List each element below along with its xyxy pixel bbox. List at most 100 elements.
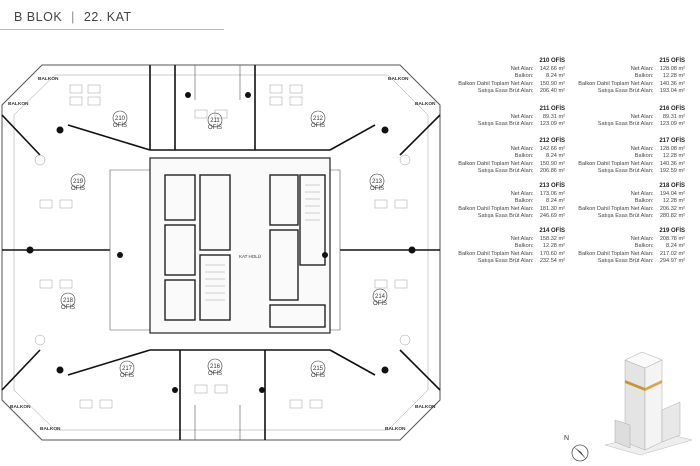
header-separator: | <box>71 10 75 24</box>
balcony-label-w-lower: BALKON <box>10 404 31 410</box>
unit-219: 219 OFİS Net Alan: 208.78 m² Balkon: 8.2… <box>560 228 685 266</box>
unit-row: Satışa Esas Brüt Alan: 192.59 m² <box>597 168 685 175</box>
unit-row: Balkon Dahil Toplam Net Alan: 217.02 m² <box>578 250 685 257</box>
unit-row: Balkon Dahil Toplam Net Alan: 181.30 m² <box>458 205 565 212</box>
unit-row: Balkon Dahil Toplam Net Alan: 206.32 m² <box>578 205 685 212</box>
unit-row: Balkon: 12.28 m² <box>514 243 565 250</box>
room-badges <box>60 110 388 376</box>
unit-title: 210 OFİS <box>539 58 565 64</box>
columns <box>26 92 416 393</box>
floor-label: 22. KAT <box>83 10 132 24</box>
unit-title: 218 OFİS <box>659 183 685 189</box>
room-212-type: OFİS <box>311 122 325 129</box>
room-214-type: OFİS <box>373 300 387 307</box>
unit-title: 217 OFİS <box>659 138 685 144</box>
core-label: KAT HOLÜ <box>239 253 261 259</box>
unit-row: Net Alan: 158.32 m² <box>510 235 565 242</box>
unit-row: Balkon: 8.24 m² <box>514 73 565 80</box>
room-212-number: 212 <box>313 116 324 122</box>
north-label: N <box>564 435 570 442</box>
room-210-number: 210 <box>115 116 126 122</box>
balcony-label-ne: BALKON <box>388 76 409 82</box>
unit-row: Balkon Dahil Toplam Net Alan: 140.36 m² <box>578 80 685 87</box>
unit-row: Net Alan: 89.31 m² <box>630 113 685 120</box>
tower-illustration <box>604 351 693 456</box>
room-217-number: 217 <box>122 366 133 372</box>
stair-hatching <box>205 184 320 301</box>
room-210-type: OFİS <box>113 122 127 129</box>
balcony-label-nw: BALKON <box>38 76 59 82</box>
unit-row: Satışa Esas Brüt Alan: 246.69 m² <box>477 213 565 220</box>
room-211-number: 211 <box>210 118 220 124</box>
unit-title: 214 OFİS <box>539 228 565 234</box>
balcony-label-e-lower: BALKON <box>415 404 436 410</box>
unit-214: 214 OFİS Net Alan: 158.32 m² Balkon: 12.… <box>440 228 565 266</box>
unit-title: 211 OFİS <box>539 106 565 112</box>
room-215-type: OFİS <box>311 372 325 379</box>
unit-210: 210 OFİS Net Alan: 142.66 m² Balkon: 8.2… <box>440 58 565 96</box>
unit-row: Satışa Esas Brüt Alan: 206.40 m² <box>477 88 565 95</box>
unit-row: Net Alan: 128.08 m² <box>630 65 685 72</box>
room-214-number: 214 <box>375 294 386 300</box>
balcony-label-e-upper: BALKON <box>415 101 436 107</box>
room-216-type: OFİS <box>208 370 222 377</box>
unit-213: 213 OFİS Net Alan: 173.06 m² Balkon: 8.2… <box>440 183 565 221</box>
unit-row: Net Alan: 89.31 m² <box>510 113 565 120</box>
unit-row: Balkon Dahil Toplam Net Alan: 150.90 m² <box>458 160 565 167</box>
room-218-type: OFİS <box>61 304 75 311</box>
structural-walls <box>1 65 441 440</box>
balcony-label-se: BALKON <box>385 426 406 432</box>
room-218-number: 218 <box>63 298 74 304</box>
unit-row: Balkon: 8.24 m² <box>634 243 685 250</box>
room-215-number: 215 <box>313 366 324 372</box>
unit-row: Balkon: 12.28 m² <box>634 73 685 80</box>
core-shafts <box>164 174 326 328</box>
central-core <box>149 157 331 334</box>
unit-row: Satışa Esas Brüt Alan: 294.97 m² <box>597 258 685 265</box>
room-216-number: 216 <box>210 364 221 370</box>
unit-row: Balkon Dahil Toplam Net Alan: 150.90 m² <box>458 80 565 87</box>
furniture <box>34 84 411 409</box>
unit-218: 218 OFİS Net Alan: 194.04 m² Balkon: 12.… <box>560 183 685 221</box>
unit-specs: 210 OFİS Net Alan: 142.66 m² Balkon: 8.2… <box>440 58 685 298</box>
unit-row: Satışa Esas Brüt Alan: 206.86 m² <box>477 168 565 175</box>
unit-row: Net Alan: 208.78 m² <box>630 235 685 242</box>
unit-216: 216 OFİS Net Alan: 89.31 m² Satışa Esas … <box>560 106 685 129</box>
balcony-label-sw: BALKON <box>40 426 61 432</box>
unit-row: Satışa Esas Brüt Alan: 280.82 m² <box>597 213 685 220</box>
room-211-type: OFİS <box>208 124 222 131</box>
room-213-number: 213 <box>372 179 383 185</box>
unit-row: Balkon: 8.24 m² <box>514 153 565 160</box>
unit-row: Satışa Esas Brüt Alan: 232.54 m² <box>477 258 565 265</box>
header: B BLOK | 22. KAT <box>14 6 132 28</box>
unit-row: Satışa Esas Brüt Alan: 123.09 m² <box>597 121 685 128</box>
unit-row: Balkon Dahil Toplam Net Alan: 170.60 m² <box>458 250 565 257</box>
unit-row: Balkon: 12.28 m² <box>634 153 685 160</box>
unit-217: 217 OFİS Net Alan: 128.08 m² Balkon: 12.… <box>560 138 685 176</box>
outer-wall <box>1 64 441 441</box>
unit-row: Net Alan: 194.04 m² <box>630 190 685 197</box>
unit-212: 212 OFİS Net Alan: 142.66 m² Balkon: 8.2… <box>440 138 565 176</box>
unit-211: 211 OFİS Net Alan: 89.31 m² Satışa Esas … <box>440 106 565 129</box>
room-213-type: OFİS <box>370 185 384 192</box>
room-219-number: 219 <box>73 179 84 185</box>
room-219-type: OFİS <box>71 185 85 192</box>
unit-row: Net Alan: 142.66 m² <box>510 65 565 72</box>
unit-row: Net Alan: 173.06 m² <box>510 190 565 197</box>
compass-icon <box>571 444 589 462</box>
unit-row: Satışa Esas Brüt Alan: 123.09 m² <box>477 121 565 128</box>
unit-row: Balkon Dahil Toplam Net Alan: 140.36 m² <box>578 160 685 167</box>
unit-title: 215 OFİS <box>659 58 685 64</box>
unit-title: 219 OFİS <box>659 228 685 234</box>
unit-row: Balkon: 8.24 m² <box>514 198 565 205</box>
